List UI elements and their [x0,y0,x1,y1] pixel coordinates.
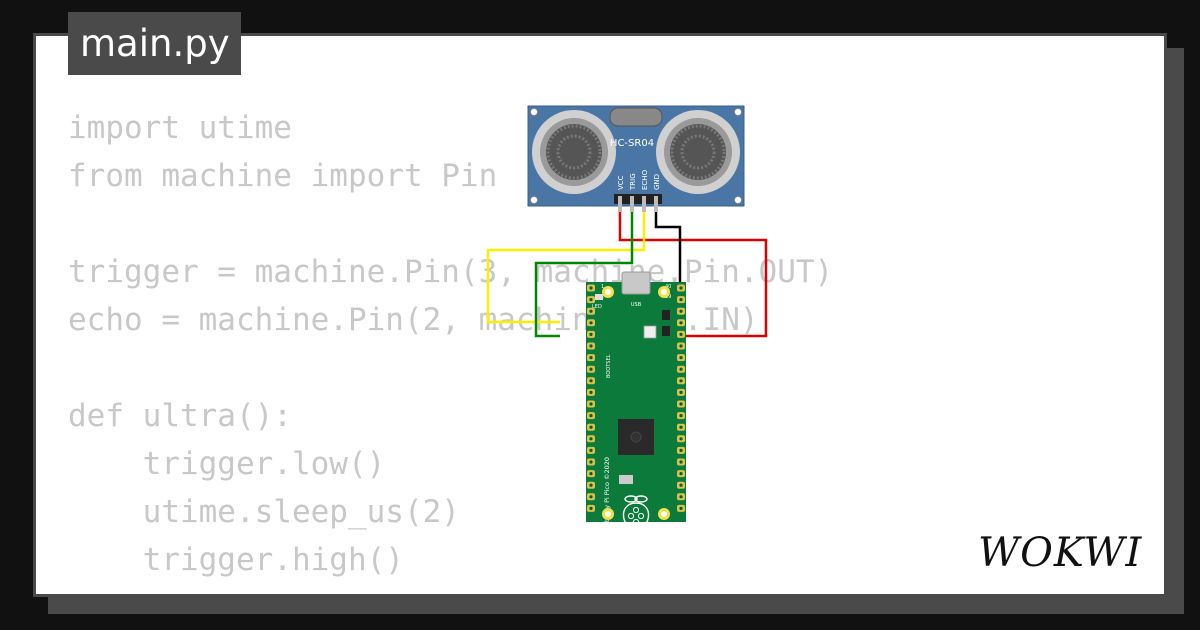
sensor-pin-gnd[interactable] [654,196,658,212]
pico-pin-hole [679,495,683,499]
code-line: def ultra(): [68,398,292,434]
pico-pin-hole [679,379,683,383]
bootsel-button[interactable] [643,325,657,339]
wokwi-logo: WOKWI [978,530,1142,576]
pico-pin-hole [679,356,683,360]
sensor-pin-label-echo: ECHO [641,169,649,190]
pico-pin-hole [589,402,593,406]
sensor-pin-label-gnd: GND [653,174,661,190]
pico-pin-hole [679,414,683,418]
pico-pin-hole [589,309,593,313]
pico-pin-hole [589,506,593,510]
transducer-left [532,110,616,194]
pico-pin-hole [679,344,683,348]
wire-echo[interactable] [534,211,634,338]
sensor-pin-label-vcc: VCC [617,175,625,190]
usb-connector[interactable] [621,271,651,295]
sensor-pin-trig[interactable] [630,196,634,212]
pin-number-1: 1 [601,284,604,290]
pico-pin-hole [589,414,593,418]
pico-pin-hole [589,495,593,499]
code-line: trigger.low() [68,446,386,482]
pico-pin-hole [679,472,683,476]
code-line: trigger.high() [68,542,404,578]
pico-pin-hole [589,298,593,302]
pico-pin-hole [589,472,593,476]
pico-pin-hole [679,483,683,487]
pico-board[interactable]: USB 1 2 40 39 LED BOOTSEL Raspberry Pi P… [586,271,686,524]
pico-pin-hole [679,402,683,406]
bootsel-label: BOOTSEL [606,354,612,378]
pin-number-39: 39 [665,294,671,300]
circuit-diagram: HC-SR04 VCC TRIG ECHO GND USB 1 2 40 39 … [486,105,768,524]
code-card: import utime from machine import Pin trigg… [33,33,1167,597]
file-tab[interactable]: main.py [68,12,241,75]
pico-pin-hole [589,460,593,464]
pico-pin-hole [589,483,593,487]
pico-pin-hole [679,448,683,452]
pico-pin-hole [679,425,683,429]
pico-pin-hole [589,321,593,325]
pico-pin-header-left [587,284,595,512]
pico-pin-hole [589,448,593,452]
pico-pin-hole [679,506,683,510]
wire-vcc[interactable] [618,211,768,338]
raspberry-logo-icon [622,495,650,524]
led-label: LED [592,304,602,310]
pico-pin-hole [679,367,683,371]
wire-trig[interactable] [486,211,646,324]
pico-pin-hole [589,286,593,290]
pico-pin-hole [589,367,593,371]
pico-pin-hole [589,390,593,394]
pico-pin-hole [589,425,593,429]
pico-pin-hole [589,344,593,348]
pico-pin-hole [589,379,593,383]
code-line: utime.sleep_us(5) [68,584,833,594]
pico-pin-hole [679,460,683,464]
pico-pin-hole [589,437,593,441]
pico-pin-hole [589,332,593,336]
mounting-hole [602,286,670,520]
pin-number-40: 40 [665,284,671,290]
led-indicator [595,294,603,300]
pico-pin-hole [589,356,593,360]
wires [486,211,768,338]
usb-label: USB [631,302,642,308]
wokwi-logo-text: WOKWI [978,530,1142,576]
pico-pin-hole [679,309,683,313]
pico-pin-hole [679,437,683,441]
pico-pin-hole [679,332,683,336]
file-tab-label: main.py [80,22,230,65]
pico-pin-hole [679,298,683,302]
code-line: utime.sleep_us(2) [68,494,460,530]
pico-pin-hole [679,286,683,290]
sensor-model-label: HC-SR04 [610,138,654,149]
code-line: from machine import Pin [68,158,498,194]
pico-silkscreen: Raspberry Pi Pico ©2020 [603,457,611,524]
sensor-pin-label-trig: TRIG [629,173,637,191]
pico-pin-hole [679,390,683,394]
pico-pin-header-right [677,284,685,512]
code-line: import utime [68,110,292,146]
sensor-pin-echo[interactable] [642,196,646,212]
transducer-right [656,110,740,194]
ultrasonic-sensor[interactable]: HC-SR04 VCC TRIG ECHO GND [527,105,745,212]
sensor-pin-vcc[interactable] [618,196,622,212]
pico-pin-hole [679,321,683,325]
